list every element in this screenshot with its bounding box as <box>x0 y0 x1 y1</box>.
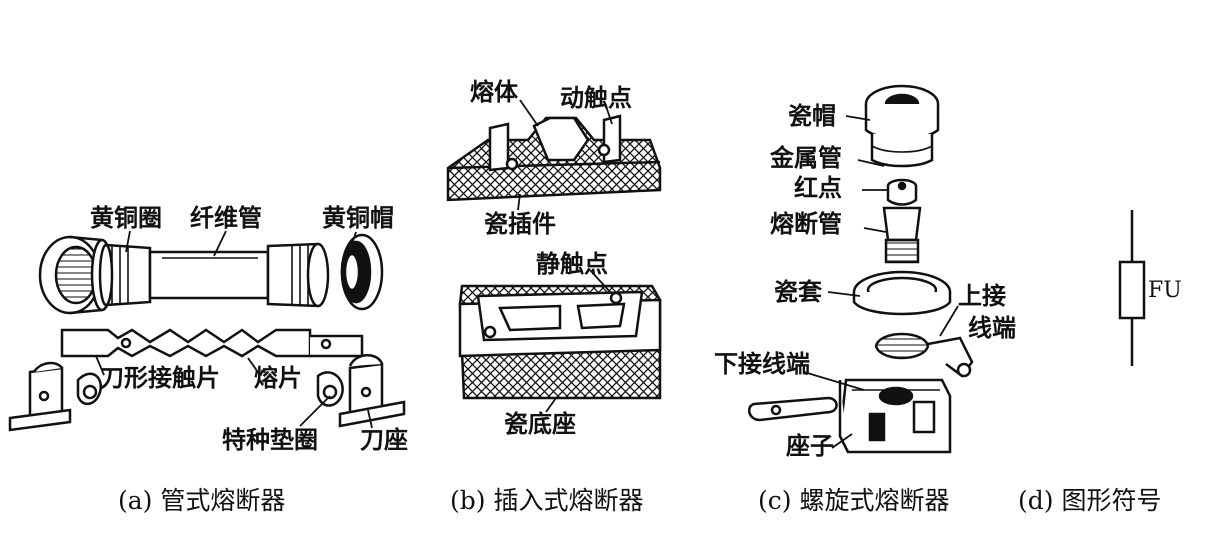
label-upper-terminal-line1: 上接 <box>958 282 1006 310</box>
brass-ring-right <box>266 242 330 308</box>
label-fiber-tube: 纤维管 <box>190 204 262 232</box>
porcelain-insert <box>446 114 662 202</box>
panel-a-leaders <box>95 230 373 429</box>
label-holder: 座子 <box>786 432 834 460</box>
fuse-tube-part <box>882 206 922 264</box>
upper-terminal-part <box>874 332 974 378</box>
caption-d: (d) 图形符号 <box>1018 486 1162 515</box>
label-upper-terminal-line2: 线端 <box>968 314 1016 342</box>
label-fuse-element: 熔片 <box>254 364 302 392</box>
caption-a: (a) 管式熔断器 <box>118 486 286 515</box>
lower-terminal-part <box>747 396 838 422</box>
label-porcelain-sleeve: 瓷套 <box>774 278 822 306</box>
label-porcelain-base: 瓷底座 <box>504 410 576 438</box>
label-red-dot: 红点 <box>794 174 842 202</box>
caption-b: (b) 插入式熔断器 <box>450 486 644 515</box>
panel-b-leaders <box>517 99 613 413</box>
porcelain-cap-part <box>864 84 940 168</box>
red-dot-part <box>886 178 918 206</box>
plug-in-fuse-drawing <box>446 99 662 413</box>
label-lower-terminal: 下接线端 <box>714 350 810 378</box>
porcelain-sleeve-part <box>852 270 952 316</box>
fiber-tube <box>148 250 270 300</box>
fuse-graphic-symbol <box>1118 210 1146 366</box>
porcelain-base <box>458 284 662 400</box>
tube-fuse-drawing <box>8 230 406 432</box>
label-brass-ring: 黄铜圈 <box>90 204 162 232</box>
screw-fuse-drawing <box>747 84 974 454</box>
label-fuse-tube: 熔断管 <box>770 210 842 238</box>
label-blade-seat: 刀座 <box>360 426 408 454</box>
label-porcelain-cap: 瓷帽 <box>788 102 836 130</box>
label-metal-tube: 金属管 <box>770 144 842 172</box>
caption-c: (c) 螺旋式熔断器 <box>758 486 950 515</box>
label-static-contact: 静触点 <box>536 250 608 278</box>
symbol-fu-text: FU <box>1148 278 1182 303</box>
label-blade-contact: 刀形接触片 <box>100 364 220 392</box>
label-fuse-body: 熔体 <box>470 78 518 106</box>
brass-ring-left <box>98 243 152 307</box>
label-special-washer: 特种垫圈 <box>222 426 318 454</box>
right-brass-cap <box>340 233 384 311</box>
panel-c-leaders <box>803 115 959 449</box>
label-moving-contact: 动触点 <box>560 84 632 112</box>
fuse-element-strip <box>60 328 364 358</box>
label-brass-cap: 黄铜帽 <box>322 204 394 232</box>
label-porcelain-insert: 瓷插件 <box>484 210 556 238</box>
right-blade-seat <box>316 354 406 428</box>
holder-part <box>838 378 952 454</box>
left-blade-seat <box>8 361 103 432</box>
